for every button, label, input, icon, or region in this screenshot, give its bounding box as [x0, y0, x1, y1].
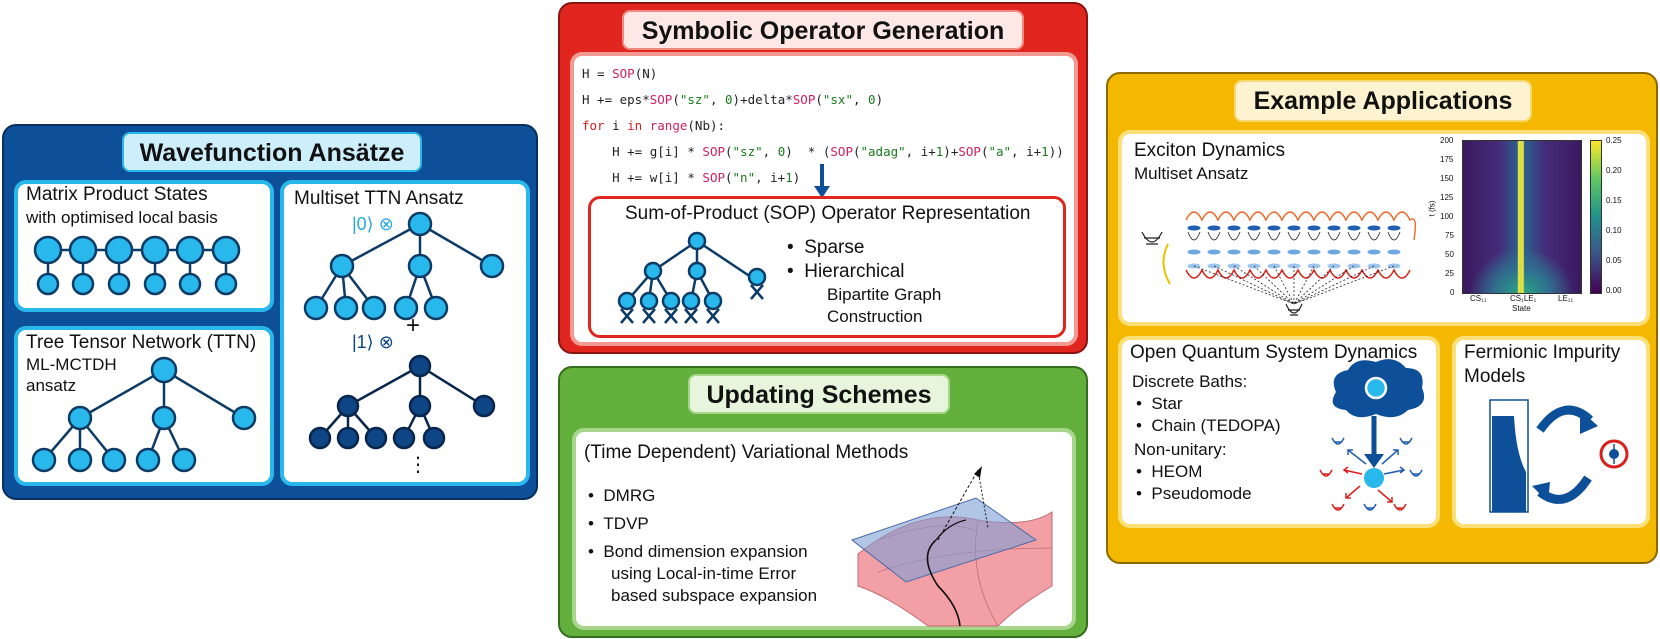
colorbar-tick-5: 0.00: [1606, 286, 1622, 295]
item-bond-cont1: using Local-in-time Error: [611, 564, 797, 583]
updating-heading: (Time Dependent) Variational Methods: [584, 442, 909, 463]
exciton-chain-diagram: [1141, 211, 1417, 316]
code-line-2: H += eps*SOP("sz", 0)+delta*SOP("sx", 0): [582, 92, 884, 107]
down-arrow-icon: [814, 164, 830, 198]
sop-title: Sum-of-Product (SOP) Operator Representa…: [625, 203, 1031, 224]
sub-bipartite: Bipartite Graph: [827, 285, 942, 304]
colorbar-tick-2: 0.15: [1606, 196, 1622, 205]
heatmap-xtick-2: LE₁₁: [1558, 294, 1574, 303]
mps-subtitle: with optimised local basis: [26, 208, 218, 227]
exciton-card: Exciton Dynamics Multiset Ansatz: [1118, 130, 1650, 326]
manifold-illustration: [850, 466, 1053, 627]
multiset-tree-0: [303, 211, 505, 321]
symbolic-card: H = SOP(N) H += eps*SOP("sz", 0)+delta*S…: [570, 52, 1078, 346]
wavefunction-panel: Wavefunction Ansätze Matrix Product Stat…: [2, 124, 538, 500]
heatmap-ytick-1: 175: [1440, 155, 1454, 164]
symbolic-panel: Symbolic Operator Generation H = SOP(N) …: [558, 2, 1088, 354]
sop-tree-diagram: [617, 231, 767, 324]
bullet-sparse: • Sparse: [787, 237, 865, 258]
heatmap-ytick-6: 50: [1445, 250, 1454, 259]
item-tdvp: • TDVP: [588, 514, 649, 533]
oqs-nonunitary: Non-unitary:: [1134, 440, 1227, 459]
multiset-card: Multiset TTN Ansatz |0⟩ ⊗ + |1⟩ ⊗ ⋮: [280, 180, 530, 486]
heatmap-plot: [1462, 140, 1582, 294]
fermionic-diagram: [1489, 399, 1629, 513]
fermionic-title-2: Models: [1464, 366, 1526, 387]
item-dmrg: • DMRG: [588, 486, 656, 505]
item-bond: • Bond dimension expansion: [588, 542, 808, 561]
continuation-dots: ⋮: [408, 454, 428, 476]
exciton-title: Exciton Dynamics: [1134, 140, 1285, 161]
multiset-title: Multiset TTN Ansatz: [294, 188, 464, 209]
mps-title: Matrix Product States: [26, 184, 208, 205]
oqs-card: Open Quantum System Dynamics Discrete Ba…: [1118, 336, 1440, 528]
oqs-heom: • HEOM: [1136, 462, 1203, 481]
wavefunction-title: Wavefunction Ansätze: [122, 132, 422, 172]
colorbar-tick-4: 0.05: [1606, 256, 1622, 265]
item-bond-cont2: based subspace expansion: [611, 586, 818, 605]
heatmap-ytick-3: 125: [1440, 193, 1454, 202]
ttn-line2: ML-MCTDH: [26, 355, 117, 374]
colorbar-tick-3: 0.10: [1606, 226, 1622, 235]
oqs-chain: • Chain (TEDOPA): [1136, 416, 1281, 435]
colorbar-tick-0: 0.25: [1606, 136, 1622, 145]
applications-title: Example Applications: [1234, 80, 1532, 122]
heatmap-xtick-1: CS₁LE₁: [1510, 294, 1537, 303]
code-line-3: for i in range(Nb):: [582, 118, 726, 133]
ttn-diagram: [31, 356, 257, 473]
oqs-title: Open Quantum System Dynamics: [1130, 342, 1418, 363]
oqs-discrete: Discrete Baths:: [1132, 372, 1248, 391]
symbolic-title: Symbolic Operator Generation: [622, 10, 1024, 50]
heatmap-xlabel: State: [1512, 304, 1531, 313]
heatmap-ytick-4: 100: [1440, 212, 1454, 221]
code-line-5: H += w[i] * SOP("n", i+1): [582, 170, 801, 185]
mps-card: Matrix Product States with optimised loc…: [14, 180, 274, 312]
code-line-1: H = SOP(N): [582, 66, 658, 81]
oqs-star: • Star: [1136, 394, 1183, 413]
sop-box: Sum-of-Product (SOP) Operator Representa…: [588, 196, 1066, 338]
heatmap-ytick-8: 0: [1450, 288, 1455, 297]
ttn-line3: ansatz: [26, 376, 77, 395]
sub-construction: Construction: [827, 307, 923, 326]
heatmap-ylabel: t (fs): [1427, 200, 1437, 217]
code-line-4: H += g[i] * SOP("sz", 0) * (SOP("adag", …: [582, 144, 1064, 159]
exciton-subtitle: Multiset Ansatz: [1134, 164, 1249, 183]
oqs-pseudomode: • Pseudomode: [1136, 484, 1252, 503]
fermionic-title-1: Fermionic Impurity: [1464, 342, 1621, 363]
ttn-card: Tree Tensor Network (TTN) ML-MCTDH ansat…: [14, 326, 274, 486]
oqs-bath-diagram: [1319, 359, 1425, 511]
updating-panel: Updating Schemes (Time Dependent) Variat…: [558, 366, 1088, 638]
colorbar-tick-1: 0.20: [1606, 166, 1622, 175]
heatmap-ytick-5: 75: [1445, 231, 1454, 240]
heatmap-ytick-0: 200: [1440, 136, 1454, 145]
bullet-hierarchical: • Hierarchical: [787, 261, 905, 282]
updating-card: (Time Dependent) Variational Methods • D…: [572, 428, 1076, 630]
heatmap-xtick-0: CS₁₁: [1470, 294, 1487, 303]
mps-diagram: [33, 235, 241, 296]
applications-panel: Example Applications Exciton Dynamics Mu…: [1106, 72, 1658, 564]
ttn-title: Tree Tensor Network (TTN): [26, 332, 257, 353]
heatmap-ytick-2: 150: [1440, 174, 1454, 183]
ket0-label: |0⟩ ⊗: [352, 214, 394, 234]
ket1-label: |1⟩ ⊗: [352, 332, 394, 352]
fermionic-card: Fermionic Impurity Models: [1452, 336, 1650, 528]
multiset-tree-1: [308, 354, 496, 450]
heatmap-ytick-7: 25: [1445, 269, 1454, 278]
updating-title: Updating Schemes: [688, 374, 950, 414]
heatmap-colorbar: [1590, 140, 1602, 294]
